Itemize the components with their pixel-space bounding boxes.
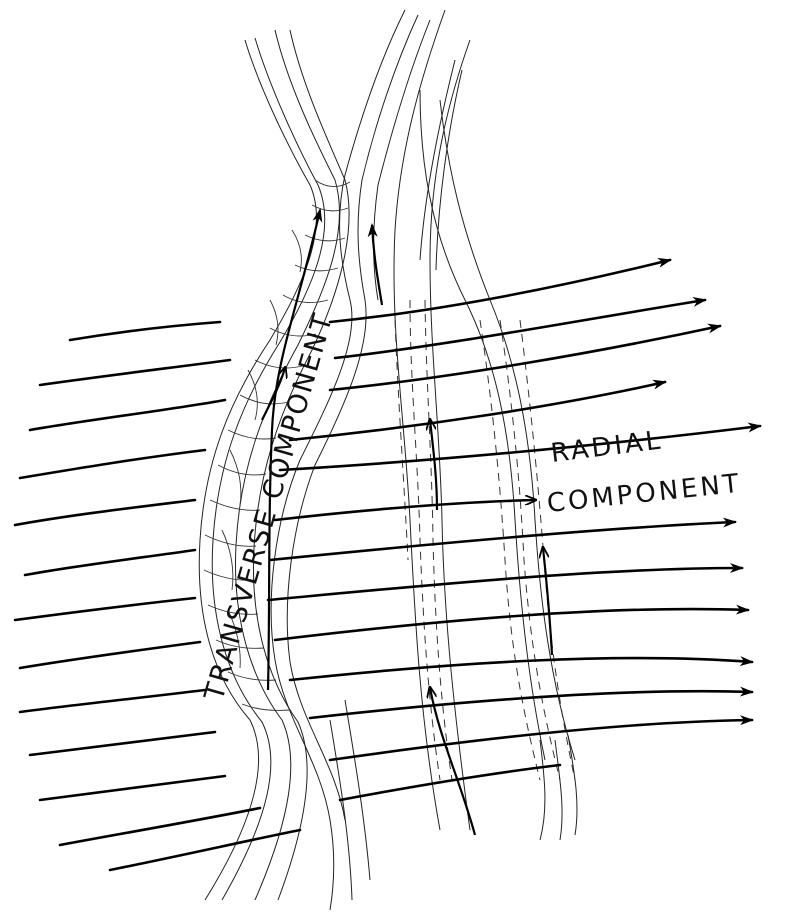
flow-line bbox=[290, 658, 752, 680]
radial-flow-lines bbox=[15, 260, 760, 870]
radial-label: RADIAL bbox=[549, 425, 665, 469]
flow-line bbox=[30, 400, 225, 430]
flow-line bbox=[40, 776, 225, 800]
flow-line bbox=[330, 260, 670, 322]
left-vessel bbox=[199, 10, 430, 910]
flow-line bbox=[70, 322, 220, 340]
axial-flow-arrows bbox=[262, 210, 552, 835]
flow-line bbox=[275, 609, 748, 640]
flow-line bbox=[20, 642, 200, 668]
flow-line bbox=[20, 690, 205, 712]
flow-line bbox=[25, 550, 195, 575]
flow-line bbox=[268, 568, 742, 600]
flow-line bbox=[20, 450, 205, 478]
flow-line bbox=[310, 691, 752, 718]
radial-component-label: COMPONENT bbox=[546, 469, 743, 519]
flow-line bbox=[40, 360, 230, 385]
flow-line bbox=[15, 598, 195, 620]
flow-line bbox=[15, 500, 195, 525]
flow-line bbox=[110, 830, 300, 870]
flow-line bbox=[270, 522, 735, 560]
flow-line bbox=[340, 765, 560, 800]
flow-line bbox=[30, 732, 215, 755]
flow-line bbox=[60, 808, 260, 845]
flow-line bbox=[330, 326, 720, 390]
flow-line bbox=[335, 300, 705, 358]
axial-arrow bbox=[430, 420, 437, 510]
